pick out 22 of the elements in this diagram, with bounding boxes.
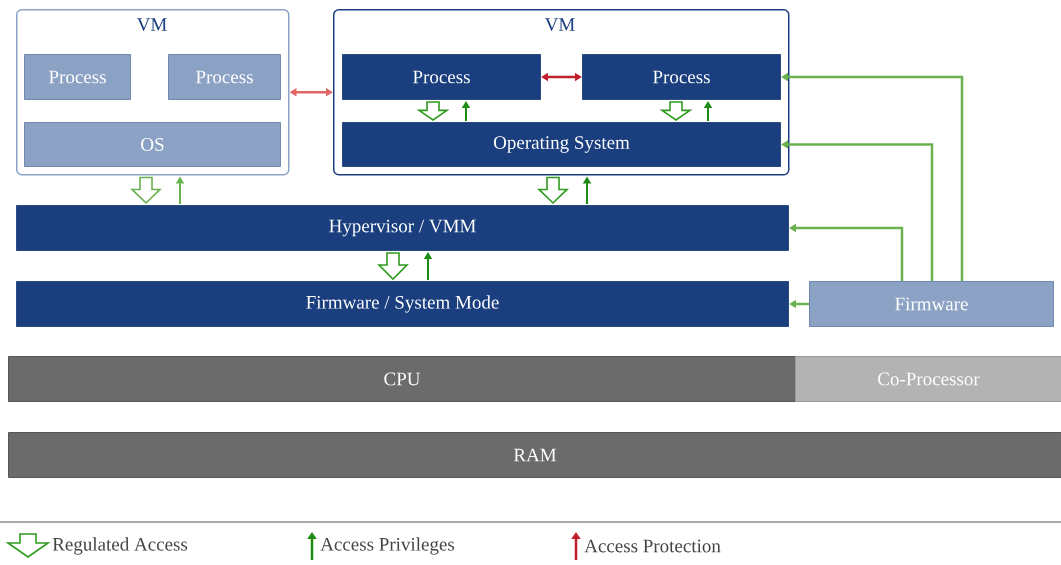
legend-text: Regulated Access (52, 537, 188, 555)
layer-box: Process (168, 54, 281, 100)
block-arrow (537, 176, 569, 205)
layer-box: Process (582, 54, 781, 100)
arrow (541, 72, 582, 82)
block-arrow (416, 101, 450, 121)
hardware-bar: CPU (8, 356, 796, 402)
layer-box: Operating System (342, 122, 781, 167)
layer-box: Hypervisor / VMM (16, 205, 789, 251)
hardware-bar: RAM (8, 432, 1061, 478)
block-arrow (130, 176, 162, 205)
layer-box: Process (24, 54, 131, 100)
legend-text: Access Privileges (320, 537, 455, 555)
layer-box: Process (342, 54, 541, 100)
block-arrow (377, 252, 409, 281)
hardware-bar: Co-Processor (795, 356, 1061, 402)
block-arrow (659, 101, 693, 121)
layer-box: Firmware / System Mode (16, 281, 789, 327)
layer-box: OS (24, 122, 281, 167)
legend-text: Access Protection (584, 539, 721, 553)
arrow (781, 140, 934, 281)
layer-box: Firmware (809, 281, 1054, 327)
